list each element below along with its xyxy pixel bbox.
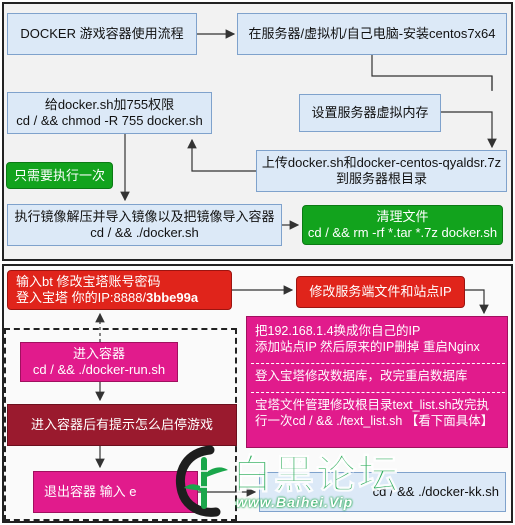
baota-login-box: 输入bt 修改宝塔账号密码 登入宝塔 你的IP:8888/3bbe99a [7,270,232,310]
enter-line-1: 进入容器 [72,346,125,361]
notes-textlist-line-2: 行一次cd / && ./text_list.sh 【看下面具体】 [255,414,494,428]
kk-script-box: cd / && ./docker-kk.sh [259,472,506,512]
notes-ip-line-1: 把192.168.1.4换成你自己的IP [255,324,421,338]
baota-url-text: 登入宝塔 你的IP:8888/ [16,290,147,305]
notes-panel: 把192.168.1.4换成你自己的IP 添加站点IP 然后原来的IP删掉 重启… [246,316,508,448]
notes-textlist-line-1: 宝塔文件管理修改根目录text_list.sh改完执 [255,398,490,412]
chmod-line-2: cd / && chmod -R 755 docker.sh [16,113,203,128]
watermark-url: www.Baihei.Vip [236,494,354,510]
upload-files-box: 上传docker.sh和docker-centos-qyaldsr.7z 到服务… [256,150,507,192]
bamboo-logo-icon [176,445,228,517]
flow-title-box: DOCKER 游戏容器使用流程 [7,13,197,55]
run-once-text: 只需要执行一次 [13,167,105,183]
install-centos-text: 在服务器/虚拟机/自己电脑-安装centos7x64 [248,26,496,41]
notes-section-db: 登入宝塔修改数据库，改完重启数据库 [255,368,501,389]
game-hint-text: 进入容器后有提示怎么启停游戏 [30,417,213,432]
chmod-box: 给docker.sh加755权限 cd / && chmod -R 755 do… [7,92,212,134]
virtual-memory-box: 设置服务器虚拟内存 [299,94,441,132]
modify-server-box: 修改服务端文件和站点IP [296,276,465,308]
cleanup-line-2: cd / && rm -rf *.tar *.7z docker.sh [307,225,498,240]
forum-watermark: 白黑论坛 www.Baihei.Vip [170,440,400,525]
baota-url-suffix: 3bbe99a [146,290,199,305]
enter-line-2: cd / && ./docker-run.sh [32,362,166,377]
notes-db-line: 登入宝塔修改数据库，改完重启数据库 [255,369,468,383]
notes-section-ip: 把192.168.1.4换成你自己的IP 添加站点IP 然后原来的IP删掉 重启… [255,323,501,360]
modify-server-text: 修改服务端文件和站点IP [309,284,452,299]
baota-line-1: 输入bt 修改宝塔账号密码 [16,274,161,289]
run-once-badge: 只需要执行一次 [6,162,113,189]
cleanup-line-1: 清理文件 [376,209,429,224]
notes-divider [251,392,505,393]
upload-line-2: 到服务器根目录 [335,171,427,186]
enter-container-box: 进入容器 cd / && ./docker-run.sh [20,342,178,382]
import-line-1: 执行镜像解压并导入镜像以及把镜像导入容器 [14,209,275,224]
exit-container-text: 退出容器 输入 e [44,484,137,499]
notes-divider [251,363,505,364]
virtual-memory-text: 设置服务器虚拟内存 [311,105,429,120]
flow-title: DOCKER 游戏容器使用流程 [20,26,184,41]
kk-script-text: cd / && ./docker-kk.sh [372,484,499,499]
import-image-box: 执行镜像解压并导入镜像以及把镜像导入容器 cd / && ./docker.sh [7,204,282,246]
exit-container-box: 退出容器 输入 e [33,471,198,513]
watermark-title: 白黑论坛 [232,452,400,499]
game-hint-box: 进入容器后有提示怎么启停游戏 [7,404,237,446]
notes-section-textlist: 宝塔文件管理修改根目录text_list.sh改完执 行一次cd / && ./… [255,397,501,434]
notes-ip-line-2: 添加站点IP 然后原来的IP删掉 重启Nginx [255,340,480,354]
install-centos-box: 在服务器/虚拟机/自己电脑-安装centos7x64 [237,13,507,55]
baota-line-2: 登入宝塔 你的IP:8888/3bbe99a [16,290,198,306]
cleanup-box: 清理文件 cd / && rm -rf *.tar *.7z docker.sh [302,205,503,245]
upload-line-1: 上传docker.sh和docker-centos-qyaldsr.7z [261,155,502,170]
chmod-line-1: 给docker.sh加755权限 [44,97,175,112]
import-line-2: cd / && ./docker.sh [90,225,199,240]
